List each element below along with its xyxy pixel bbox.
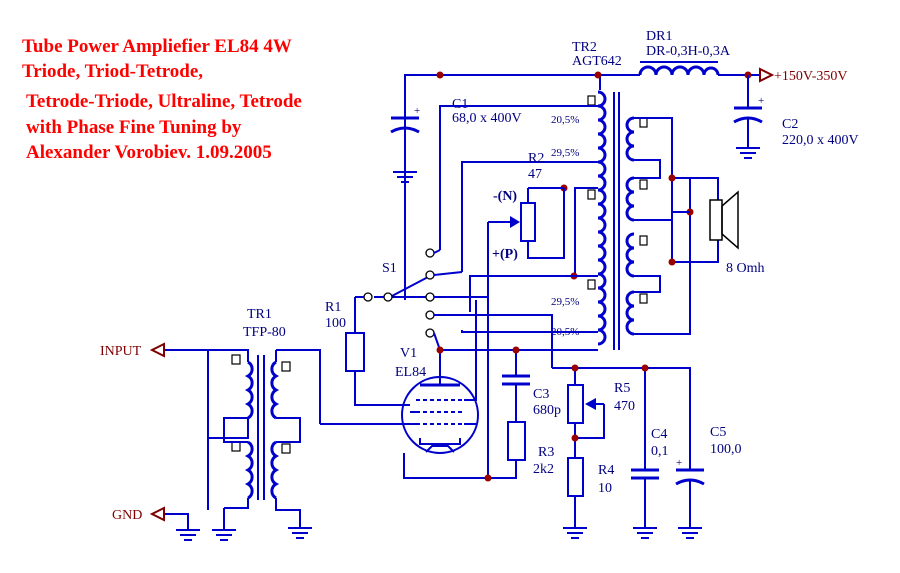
c2-value: 220,0 x 400V [782, 133, 859, 148]
c3-value: 680p [533, 403, 561, 418]
tr2-transformer: TR2 AGT642 20,5% 29,5% 2 [551, 40, 719, 350]
title-line-5: Alexander Vorobiev. 1.09.2005 [26, 142, 272, 163]
input-label: INPUT [100, 344, 142, 359]
s1-ref: S1 [382, 261, 397, 276]
title-line-3: Tetrode-Triode, Ultraline, Tetrode [26, 91, 302, 112]
c2-ref: C2 [782, 117, 798, 132]
tap-1: 20,5% [551, 114, 579, 126]
supply-port: +150V-350V [759, 67, 848, 84]
r5-ref: R5 [614, 381, 630, 396]
title-line-2: Triode, Triod-Tetrode, [22, 61, 203, 82]
tr1-value: TFP-80 [243, 325, 286, 340]
c3-r3-network: C3 680p R3 2k2 [436, 346, 561, 482]
v1-tube: V1 EL84 [320, 300, 488, 479]
c1-value: 68,0 x 400V [452, 111, 522, 126]
s1-switch: S1 [354, 248, 553, 351]
dr1-ref: DR1 [646, 29, 672, 44]
dr1-value: DR-0,3H-0,3A [646, 44, 731, 59]
v1-ref: V1 [400, 346, 417, 361]
r1-resistor: R1 100 [325, 300, 410, 406]
r4-value: 10 [598, 481, 612, 496]
title-line-1: Tube Power Ampliefier EL84 4W [22, 36, 292, 57]
tr1-transformer: TR1 TFP-80 [165, 307, 321, 541]
r3-value: 2k2 [533, 462, 554, 477]
c5-plus: + [676, 457, 682, 469]
title-line-4: with Phase Fine Tuning by [26, 117, 242, 138]
input-port: INPUT [100, 342, 165, 359]
r1-ref: R1 [325, 300, 341, 315]
phase-pos: +(P) [492, 247, 518, 262]
c4-c5-caps: C4 0,1 + C5 100,0 [631, 364, 742, 539]
b-plus-rail [404, 71, 760, 300]
c2-plus: + [758, 95, 764, 107]
tap-2: 29,5% [551, 147, 579, 159]
c1-capacitor: + C1 68,0 x 400V [390, 75, 522, 183]
speaker: 8 Omh [709, 190, 765, 276]
phase-neg: -(N) [493, 189, 517, 204]
tr2-value: AGT642 [572, 54, 622, 69]
c1-plus: + [414, 105, 420, 117]
c2-capacitor: + C2 220,0 x 400V [733, 75, 859, 159]
primary-taps [439, 105, 691, 470]
tap-3: 29,5% [551, 296, 579, 308]
r5-value: 470 [614, 399, 635, 414]
gnd-label: GND [112, 508, 142, 523]
r2-potentiometer: R2 47 -(N) +(P) [487, 151, 565, 478]
speaker-label: 8 Omh [726, 261, 765, 276]
c5-ref: C5 [710, 425, 726, 440]
c4-ref: C4 [651, 427, 667, 442]
dr1-choke: DR1 DR-0,3H-0,3A [638, 29, 731, 76]
r5-r4-network: R5 470 R4 10 [563, 364, 635, 539]
c4-value: 0,1 [651, 444, 669, 459]
r4-ref: R4 [598, 463, 614, 478]
r2-ref: R2 [528, 151, 544, 166]
c3-ref: C3 [533, 387, 549, 402]
c1-ref: C1 [452, 97, 468, 112]
r2-value: 47 [528, 167, 542, 182]
r3-ref: R3 [538, 445, 554, 460]
supply-label: +150V-350V [774, 69, 848, 84]
gnd-port: GND [112, 506, 165, 523]
title-block: Tube Power Ampliefier EL84 4W Triode, Tr… [22, 36, 302, 163]
r1-value: 100 [325, 316, 346, 331]
c5-value: 100,0 [710, 442, 742, 457]
v1-value: EL84 [395, 365, 426, 380]
tr1-ref: TR1 [247, 307, 272, 322]
tr2-ref: TR2 [572, 40, 597, 55]
